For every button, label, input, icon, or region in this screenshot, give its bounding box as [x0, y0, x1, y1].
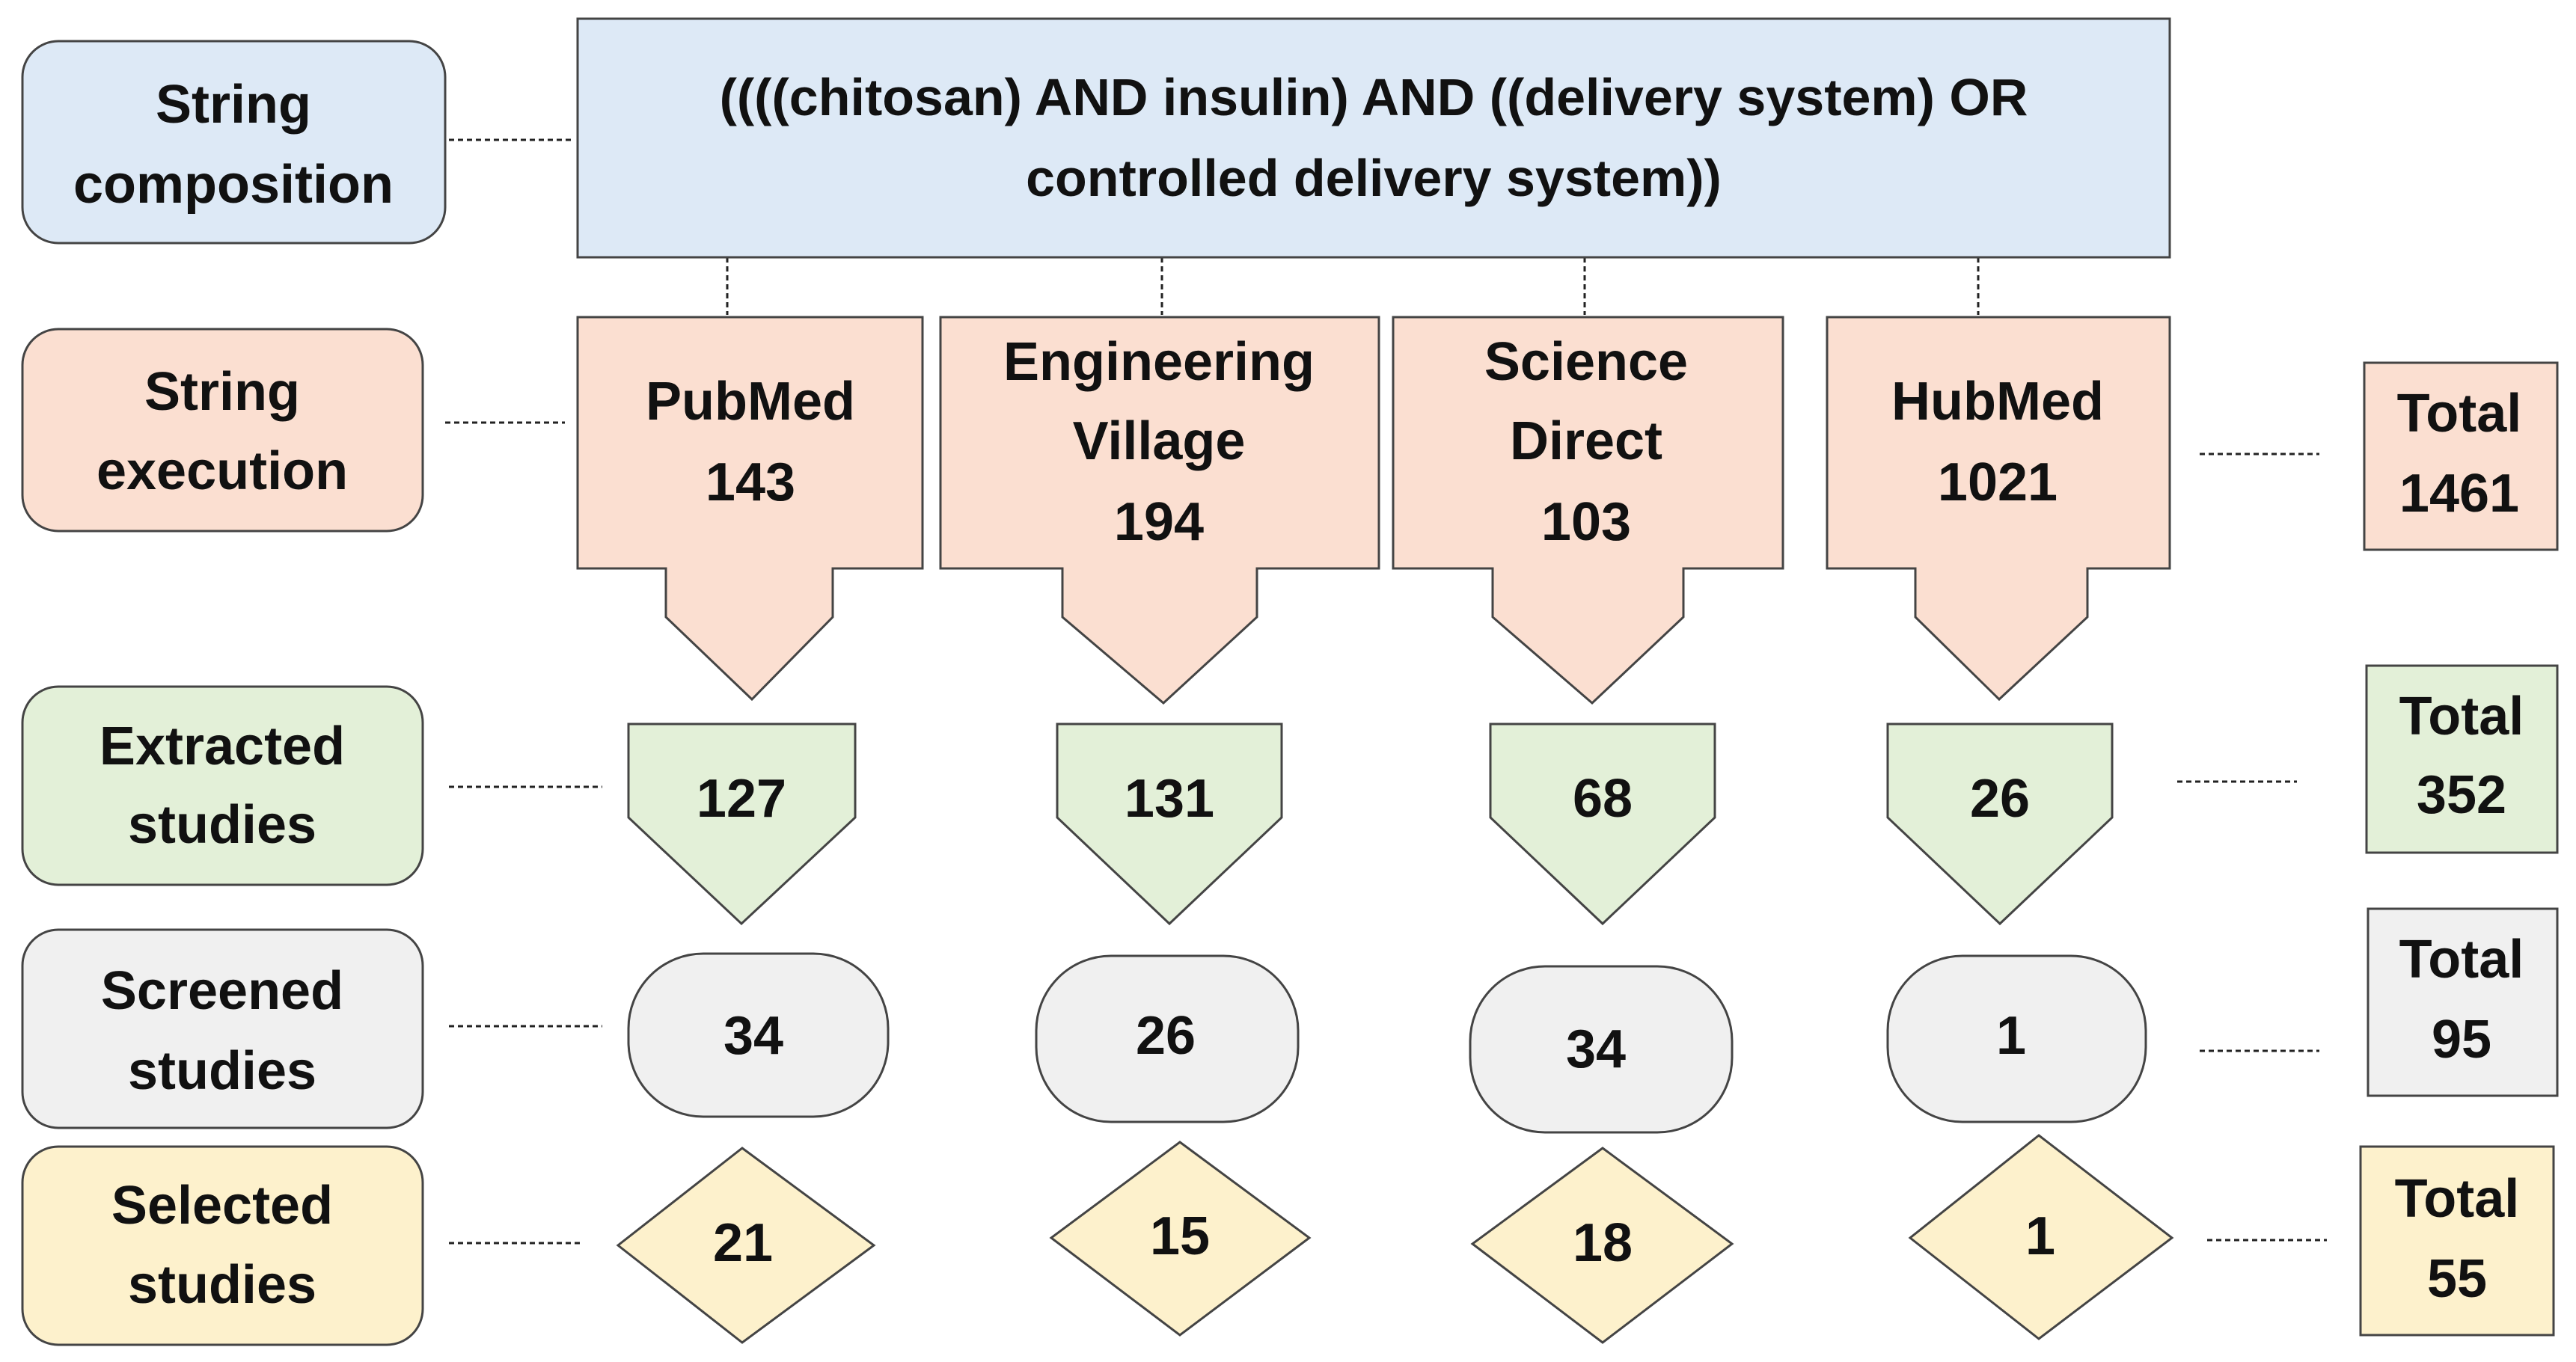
total-extracted-value: 352	[2417, 765, 2506, 825]
db-hubmed-screened-shape	[1886, 954, 2147, 1123]
db-engineering-selected: 15	[1150, 1206, 1210, 1266]
stage-selected-line2: studies	[128, 1255, 316, 1315]
db-engineering-extracted-shape	[1056, 723, 1283, 926]
db-hubmed-selected: 1	[2025, 1206, 2055, 1266]
db-engineering-screened: 26	[1136, 1006, 1196, 1066]
stage-execution-line1: String	[144, 362, 300, 422]
stage-label-selected: Selected studies	[21, 1145, 424, 1346]
db-pubmed-selected-value: 21	[713, 1213, 773, 1273]
db-engineering-village: Engineering Village 194 131 26 15	[939, 316, 1380, 1337]
db-hubmed-extracted-shape	[1886, 723, 2114, 926]
stage-screened-line2: studies	[128, 1041, 316, 1101]
db-pubmed-extracted: 127	[697, 769, 786, 829]
db-pubmed-screened: 34	[723, 1006, 783, 1066]
total-selected: Total 55	[2359, 1145, 2555, 1337]
query-box: ((((chitosan) AND insulin) AND ((deliver…	[576, 17, 2171, 259]
db-engineering-screened-shape	[1035, 954, 1300, 1123]
query-line2: controlled delivery system))	[1026, 149, 1722, 207]
db-science-extracted: 68	[1573, 769, 1633, 829]
total-screened-label: Total	[2399, 930, 2524, 990]
stage-execution-line2: execution	[97, 441, 348, 501]
db-science-count: 103	[1541, 492, 1631, 552]
stage-label-execution: String execution	[21, 328, 424, 533]
stage-extracted-line2: studies	[128, 795, 316, 855]
db-pubmed-extracted-shape	[627, 723, 857, 926]
db-pubmed-arrow	[576, 316, 924, 702]
db-hubmed-selected-shape	[1908, 1134, 2174, 1340]
db-hubmed-extracted: 26	[1970, 769, 2030, 829]
db-science-name-line2: Direct	[1510, 411, 1662, 471]
stage-composition-line1: String	[156, 75, 311, 135]
db-pubmed-selected-shape	[616, 1147, 876, 1344]
total-screened: Total 95	[2367, 907, 2559, 1097]
db-science-selected: 18	[1573, 1213, 1633, 1273]
query-line1: ((((chitosan) AND insulin) AND ((deliver…	[720, 68, 2028, 126]
db-pubmed-count: 143	[706, 453, 795, 512]
db-engineering-arrow	[939, 316, 1380, 705]
db-science-arrow	[1392, 316, 1784, 705]
total-execution-label: Total	[2397, 384, 2522, 444]
db-hubmed-count: 1021	[1938, 453, 2058, 512]
total-selected-value: 55	[2427, 1249, 2487, 1309]
total-execution-value: 1461	[2399, 464, 2519, 524]
db-engineering-selected-shape	[1049, 1141, 1312, 1337]
db-pubmed-screened-shape	[627, 952, 890, 1118]
stage-composition-line2: composition	[73, 155, 394, 215]
db-engineering-extracted: 131	[1125, 769, 1214, 829]
db-science-extracted-shape	[1489, 723, 1716, 926]
stage-label-screened: Screened studies	[21, 928, 424, 1129]
db-hubmed-arrow	[1826, 316, 2171, 702]
stage-label-extracted: Extracted studies	[21, 685, 424, 886]
db-science-direct: Science Direct 103 68 34 18	[1392, 316, 1784, 1344]
db-pubmed: PubMed 143 127 34 21	[576, 316, 924, 1344]
stage-extracted-line1: Extracted	[100, 717, 345, 776]
db-science-selected-shape	[1470, 1147, 1734, 1344]
total-extracted-label: Total	[2399, 687, 2524, 746]
db-science-screened: 34	[1566, 1019, 1626, 1079]
db-pubmed-name: PubMed	[646, 372, 855, 432]
db-science-screened-shape	[1469, 965, 1734, 1134]
stage-selected-line1: Selected	[111, 1176, 333, 1236]
total-execution: Total 1461	[2363, 361, 2559, 551]
stage-label-composition: String composition	[21, 40, 447, 245]
db-hubmed-name: HubMed	[1891, 372, 2104, 432]
total-selected-label: Total	[2395, 1169, 2520, 1229]
db-science-name-line1: Science	[1484, 332, 1688, 392]
total-extracted: Total 352	[2365, 664, 2559, 854]
db-engineering-name-line1: Engineering	[1003, 332, 1315, 392]
total-screened-value: 95	[2432, 1010, 2491, 1070]
db-hubmed: HubMed 1021 26 1 1	[1826, 316, 2174, 1340]
db-engineering-name-line2: Village	[1073, 411, 1246, 471]
db-engineering-count: 194	[1114, 492, 1204, 552]
db-hubmed-screened: 1	[1996, 1006, 2026, 1066]
stage-screened-line1: Screened	[101, 961, 343, 1021]
